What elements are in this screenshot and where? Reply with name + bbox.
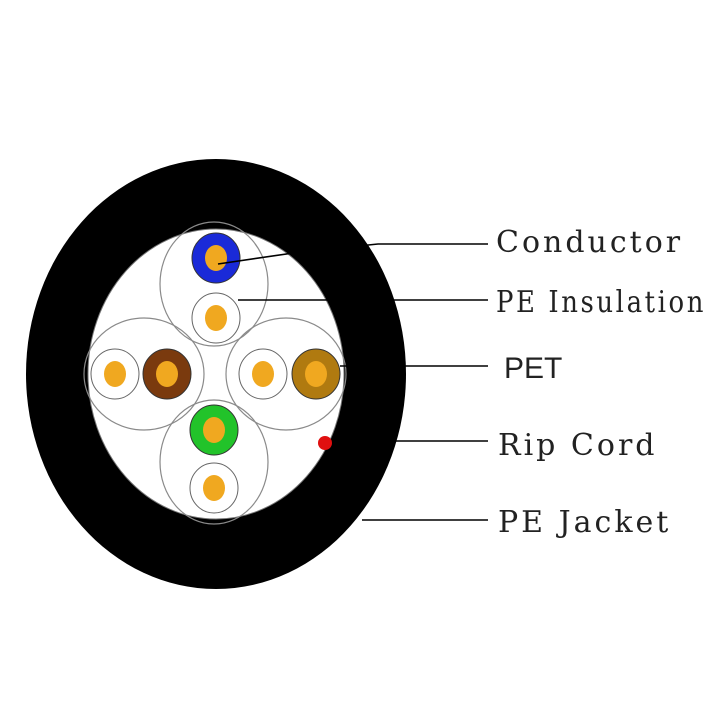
label-rip-cord: Rip Cord [498,428,657,463]
label-pe-insulation: PE Insulation [496,285,706,320]
pair-envelope-right [225,317,347,431]
conductor-tan [305,361,327,387]
pair-top [191,232,241,344]
label-pet: PET [504,352,562,385]
leader-line-conductor [217,243,488,265]
pair-envelopes [83,221,347,525]
leader-lines [217,243,488,521]
label-conductor: Conductor [496,225,683,260]
pet-core [87,228,345,520]
pair-envelope-top [159,221,269,347]
conductor-blue [205,245,227,271]
pair-left [90,348,192,400]
label-pe-jacket: PE Jacket [498,505,671,540]
conductor-green [203,417,225,443]
rip-cord [318,436,332,450]
pair-bottom [189,404,239,514]
conductor-top-white [205,305,227,331]
conductor-right-white [252,361,274,387]
pair-envelope-bottom [159,399,269,525]
pair-envelope-left [83,317,205,431]
pair-right [238,348,341,400]
conductor-left-white [104,361,126,387]
conductor-bottom-white [203,475,225,501]
conductor-brown [156,361,178,387]
